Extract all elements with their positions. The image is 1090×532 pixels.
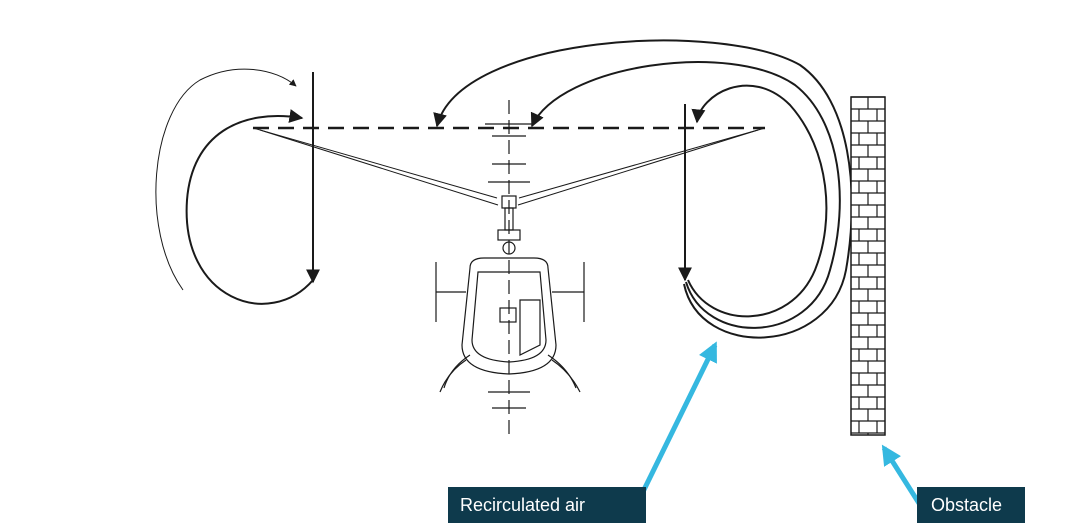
callout-arrow-recirculated-air <box>633 341 718 508</box>
left-airflow-arrows <box>155 68 320 305</box>
rotor-blades <box>252 127 766 206</box>
label-obstacle: Obstacle <box>917 487 1025 523</box>
brick-wall-courses <box>851 96 885 435</box>
label-recirculated-air: Recirculated air <box>448 487 646 523</box>
right-airflow-arrows <box>433 39 853 339</box>
callout-arrow-obstacle <box>881 444 925 510</box>
helicopter-front-view-icon <box>435 100 585 435</box>
